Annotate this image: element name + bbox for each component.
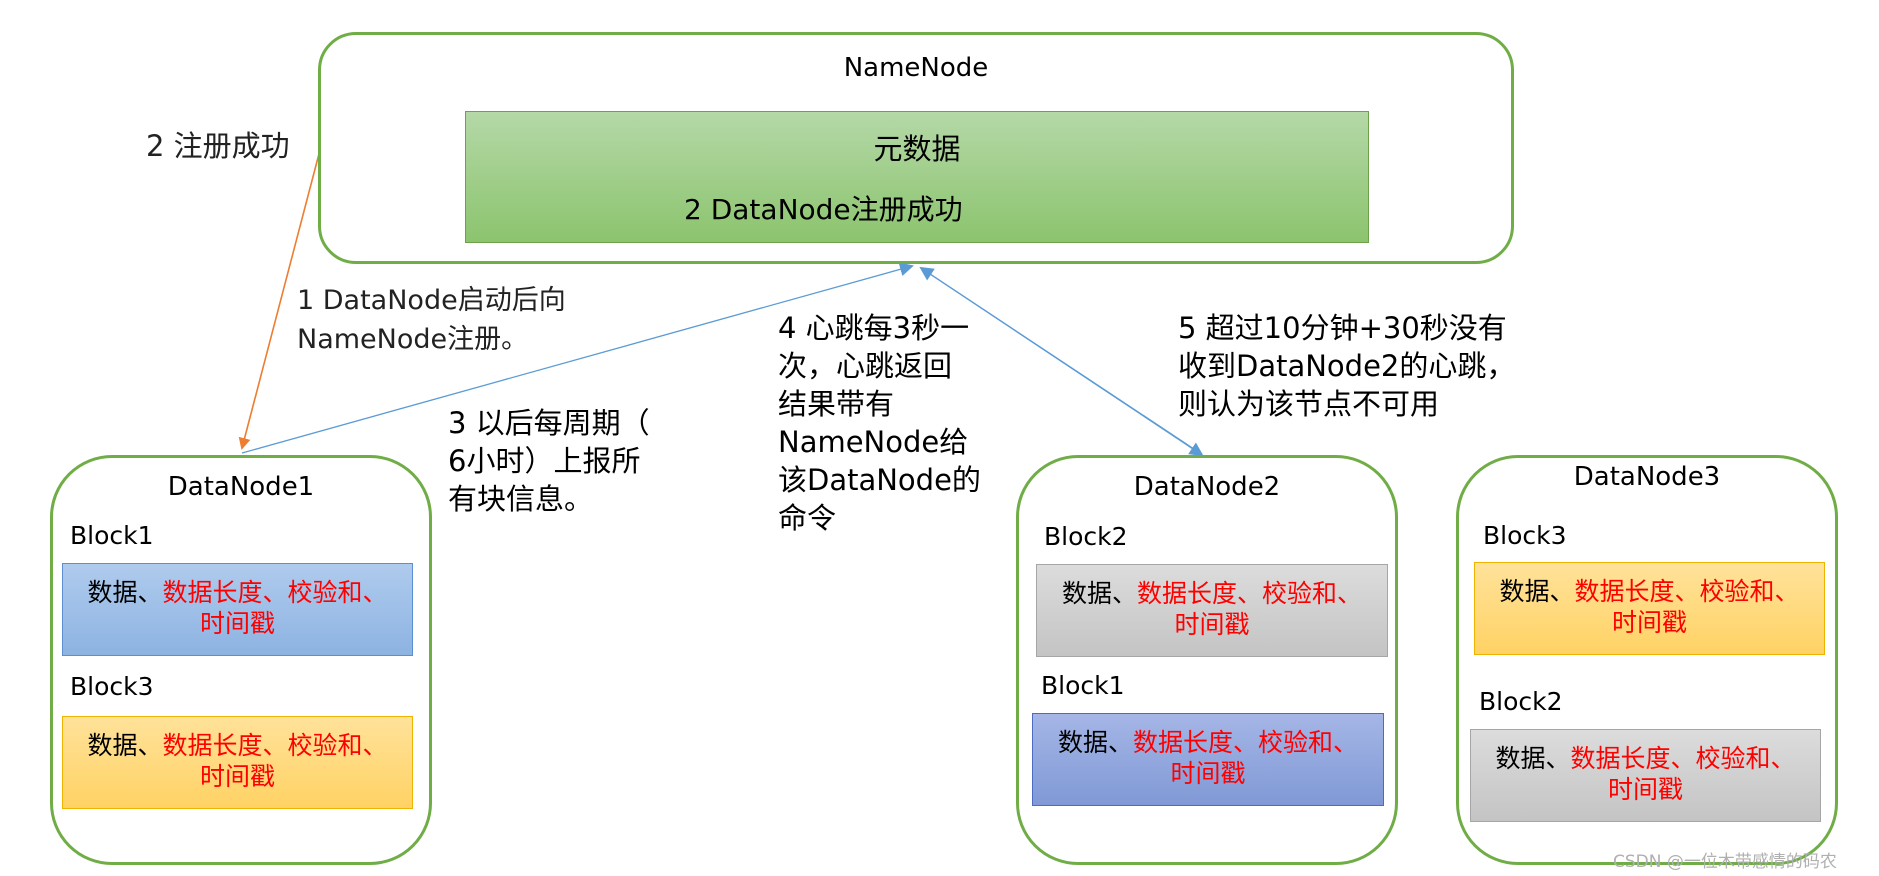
datanode1-block3-box: 数据、数据长度、校验和、 时间戳 xyxy=(62,716,413,809)
datanode3-box: DataNode3 Block3 数据、数据长度、校验和、 时间戳 Block2… xyxy=(1456,455,1838,865)
datanode1-title: DataNode1 xyxy=(167,472,315,502)
datanode2-title: DataNode2 xyxy=(1133,472,1281,502)
step1-note: 1 DataNode启动后向 NameNode注册。 xyxy=(297,285,566,355)
namenode-title: NameNode xyxy=(843,53,989,83)
namenode-box: NameNode 元数据 2 DataNode注册成功 xyxy=(318,32,1514,264)
metadata-title: 元数据 xyxy=(873,132,961,166)
datanode2-block2-box: 数据、数据长度、校验和、 时间戳 xyxy=(1036,564,1388,657)
datanode3-block2-box: 数据、数据长度、校验和、 时间戳 xyxy=(1470,729,1821,822)
step5-note: 5 超过10分钟+30秒没有 收到DataNode2的心跳， 则认为该节点不可用 xyxy=(1178,311,1516,421)
datanode3-title: DataNode3 xyxy=(1573,462,1721,492)
register-success-note: 2 注册成功 xyxy=(146,129,290,163)
datanode2-block2-label: Block2 xyxy=(1044,522,1128,551)
datanode2-block1-label: Block1 xyxy=(1041,671,1125,700)
step3-note: 3 以后每周期（ 6小时）上报所 有块信息。 xyxy=(448,406,650,516)
step4-note: 4 心跳每3秒一 次，心跳返回 结果带有 NameNode给 该DataNode… xyxy=(778,311,981,535)
datanode1-block3-label: Block3 xyxy=(70,672,154,701)
watermark: CSDN @一位木带感情的码农 xyxy=(1613,852,1837,872)
datanode3-block3-box: 数据、数据长度、校验和、 时间戳 xyxy=(1474,562,1825,655)
datanode1-box: DataNode1 Block1 数据、数据长度、校验和、 时间戳 Block3… xyxy=(50,455,432,865)
metadata-text: 2 DataNode注册成功 xyxy=(684,193,963,226)
metadata-box: 元数据 2 DataNode注册成功 xyxy=(465,111,1369,243)
blockreport-arrow xyxy=(241,262,914,454)
register-arrow xyxy=(238,149,321,450)
datanode1-block1-label: Block1 xyxy=(70,521,154,550)
datanode2-box: DataNode2 Block2 数据、数据长度、校验和、 时间戳 Block1… xyxy=(1016,455,1398,865)
datanode2-block1-box: 数据、数据长度、校验和、 时间戳 xyxy=(1032,713,1384,806)
datanode3-block2-label: Block2 xyxy=(1479,687,1563,716)
datanode3-block3-label: Block3 xyxy=(1483,521,1567,550)
datanode1-block1-box: 数据、数据长度、校验和、 时间戳 xyxy=(62,563,413,656)
heartbeat-arrow-down xyxy=(920,267,1204,457)
